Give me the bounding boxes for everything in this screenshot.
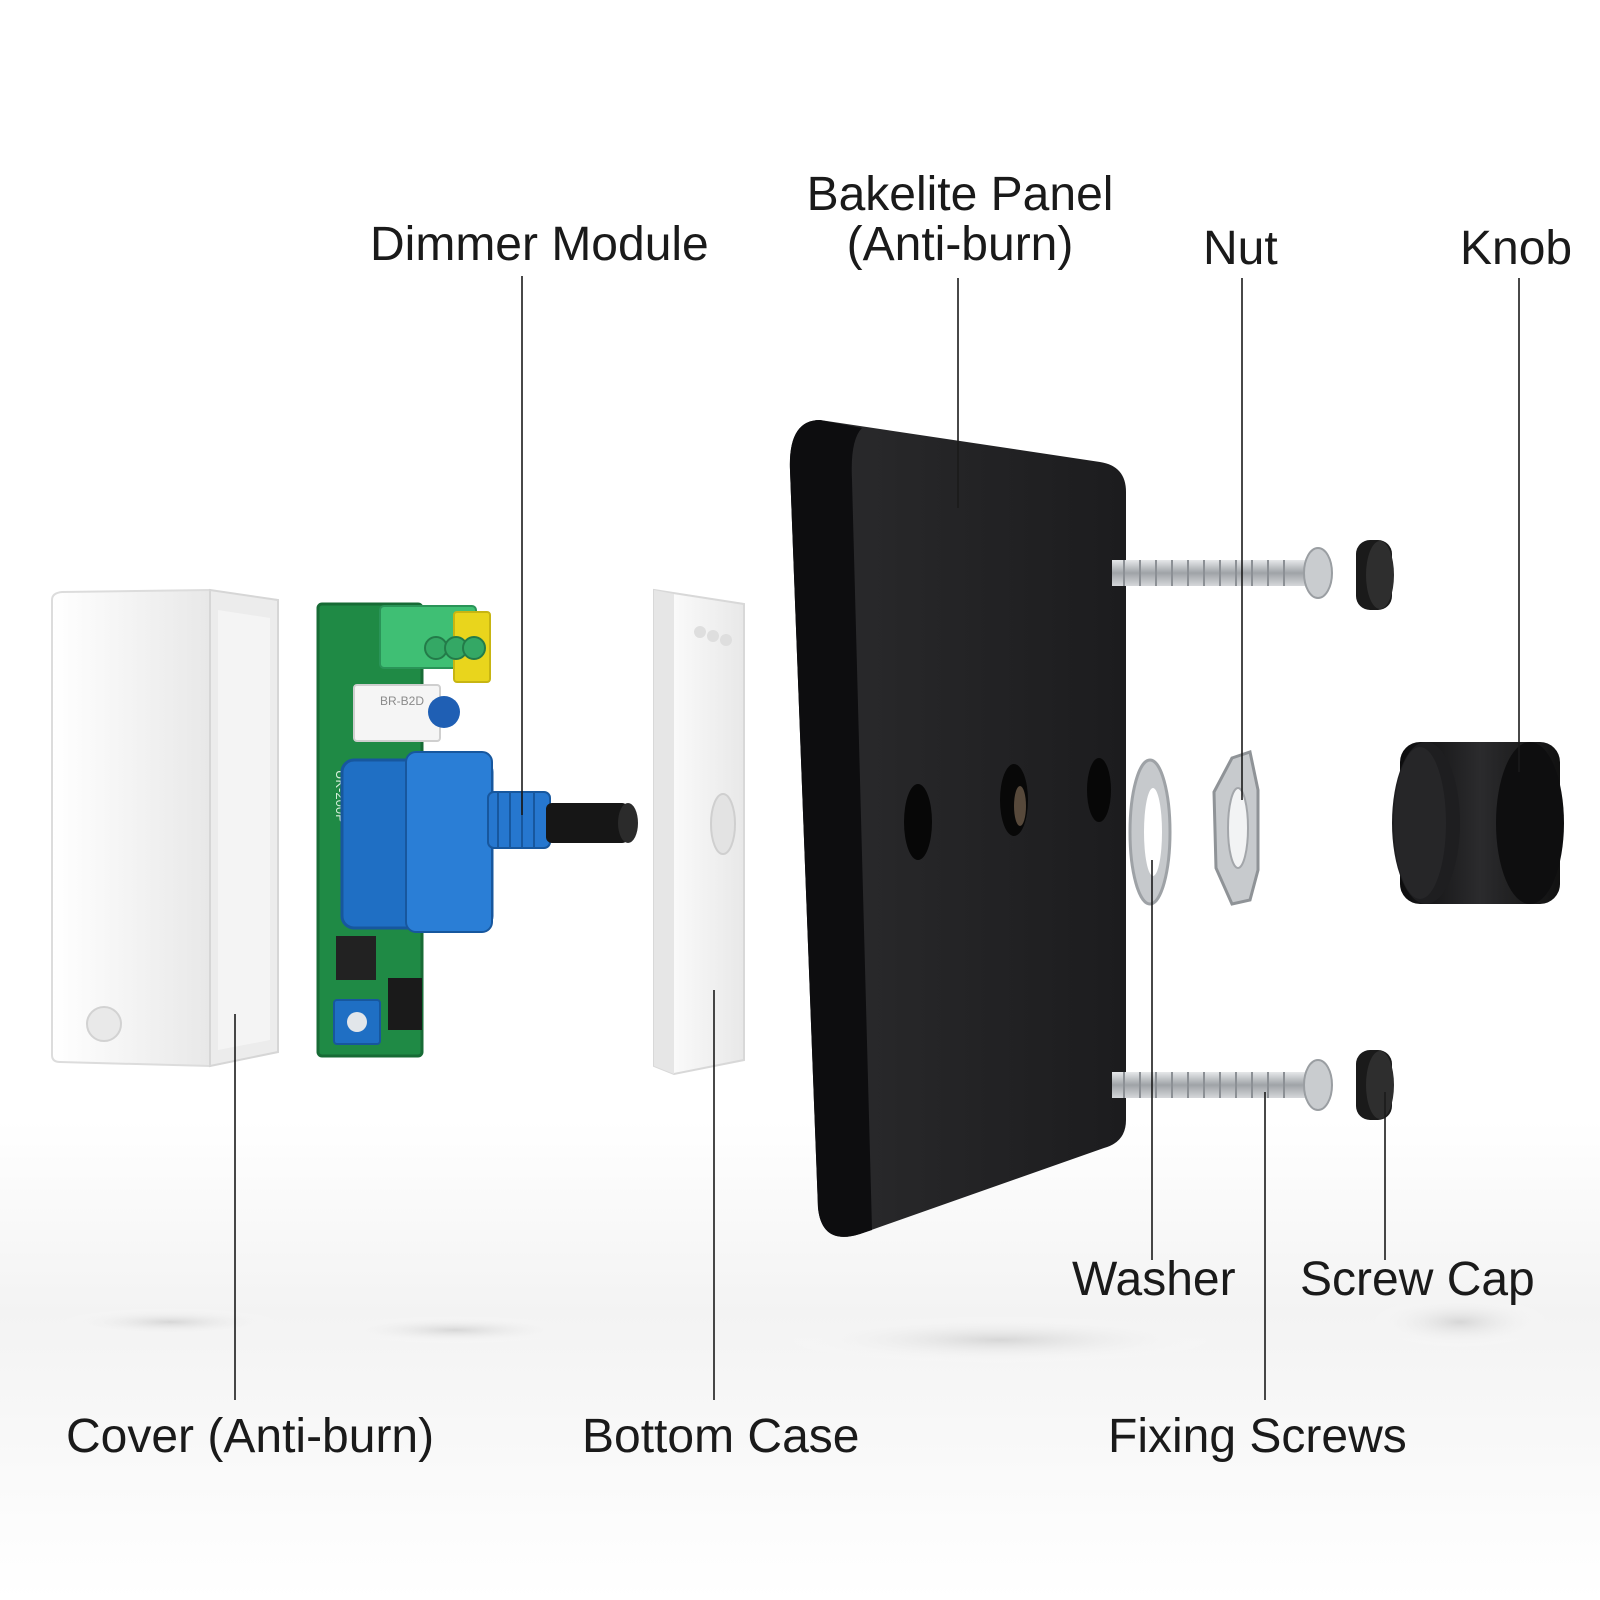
nut-part: [1212, 750, 1260, 906]
label-bakelite-panel: Bakelite Panel (Anti-burn): [780, 168, 1140, 272]
panel-hole-right: [1087, 758, 1111, 822]
screw-cap-bottom: [1356, 1050, 1394, 1120]
cover-part: [51, 588, 279, 1068]
potentiometer-shaft: [546, 803, 628, 843]
label-screw-cap: Screw Cap: [1300, 1253, 1535, 1306]
label-bakelite-panel-line2: (Anti-burn): [846, 218, 1074, 272]
label-knob: Knob: [1460, 222, 1573, 275]
label-bottom-case: Bottom Case: [582, 1410, 860, 1463]
module-shadow: [335, 1316, 575, 1344]
bakelite-panel-part: [789, 420, 1126, 1237]
label-nut: Nut: [1203, 222, 1278, 275]
panel-shadow: [780, 1316, 1220, 1364]
label-washer: Washer: [1072, 1253, 1236, 1306]
label-bakelite-panel-line1: Bakelite Panel: [806, 168, 1114, 221]
leader-lines: [234, 276, 1520, 1400]
panel-hole-left: [904, 784, 932, 860]
dimmer-module-part: BR-B2D UK-200P: [316, 602, 638, 1058]
screw-cap-top: [1356, 540, 1394, 610]
bottom-case-part: [653, 588, 745, 1076]
knob-shadow: [1370, 1296, 1550, 1348]
cover-shadow: [60, 1308, 280, 1336]
label-cover: Cover (Anti-burn): [66, 1410, 435, 1463]
knob-part: [1392, 742, 1564, 904]
label-fixing-screws: Fixing Screws: [1108, 1410, 1407, 1463]
ground-shadows: [60, 1296, 1550, 1364]
fixing-screw-bottom: [1112, 1059, 1333, 1111]
washer-part: [1128, 758, 1172, 906]
label-dimmer-module: Dimmer Module: [370, 218, 709, 271]
fixing-screw-top: [1112, 547, 1333, 599]
relay-marking: BR-B2D: [380, 694, 424, 708]
